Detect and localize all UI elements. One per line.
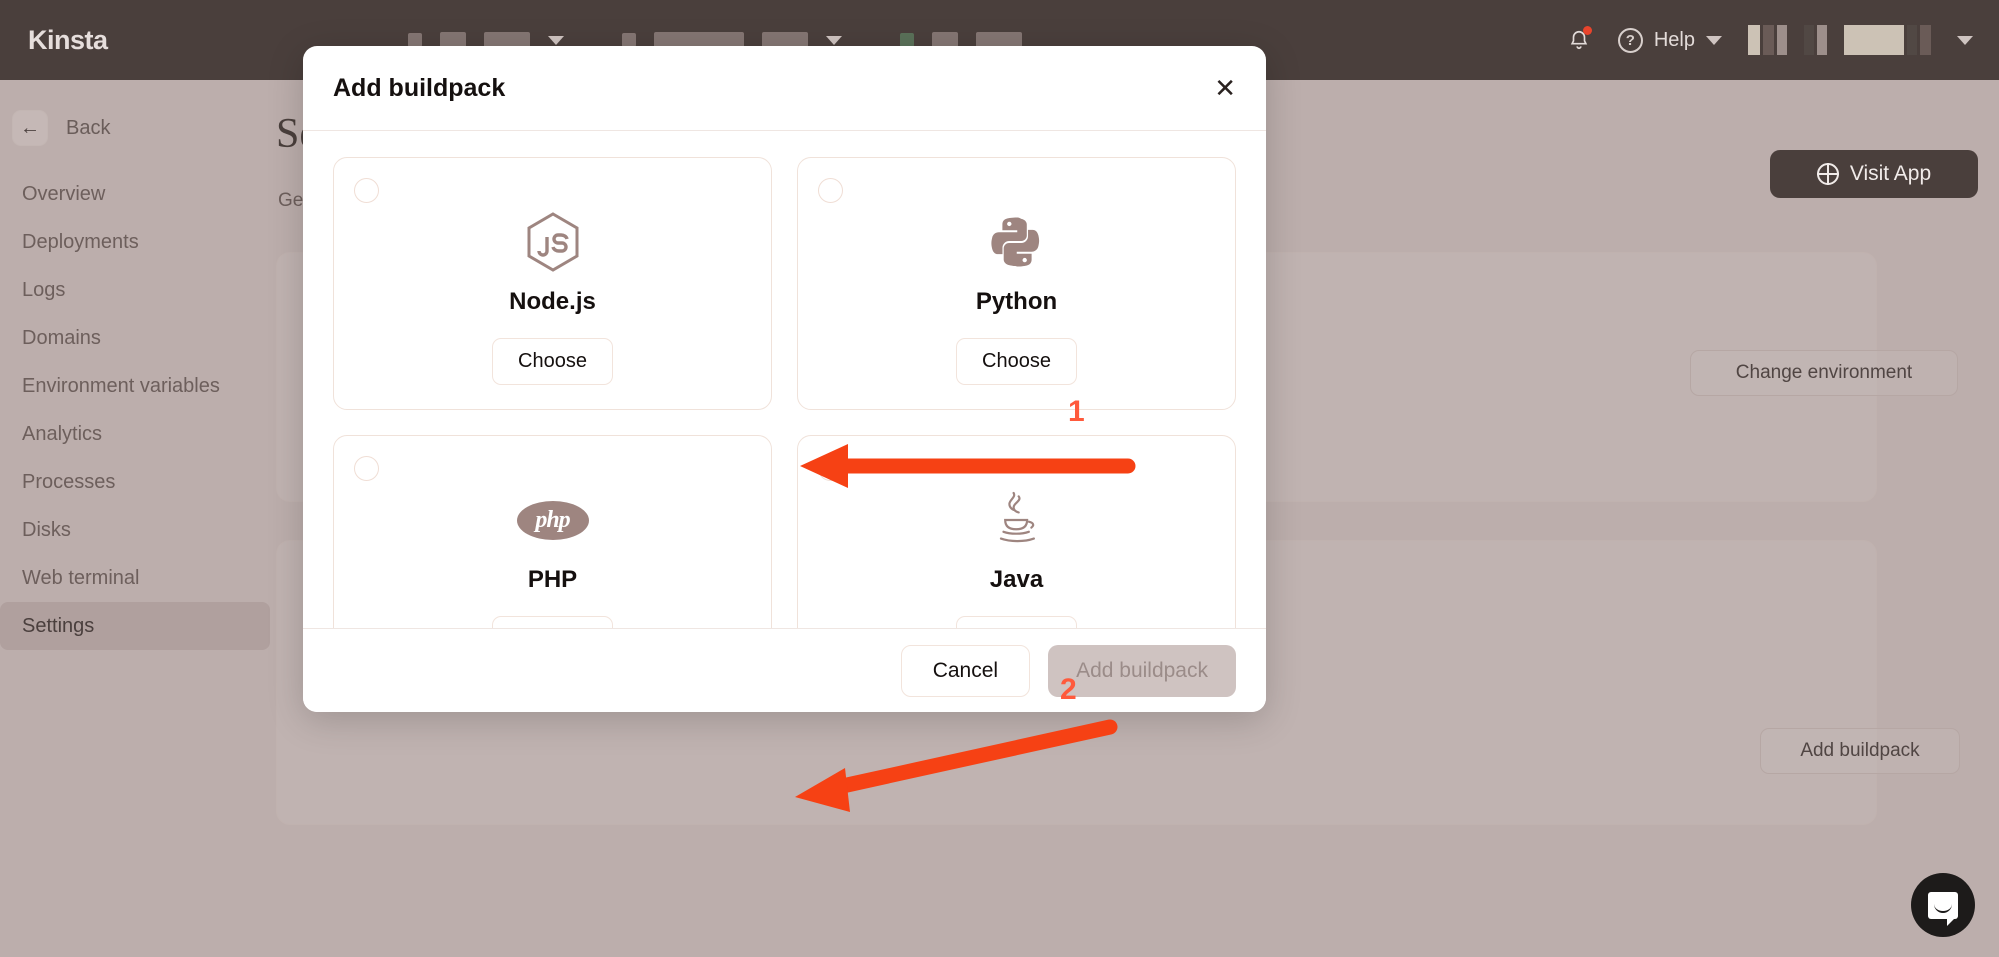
arrow-left-icon: ← bbox=[20, 116, 40, 139]
add-buildpack-submit-button: Add buildpack bbox=[1048, 644, 1236, 697]
sidebar-item-label: Disks bbox=[22, 518, 71, 541]
nodejs-icon bbox=[525, 202, 581, 282]
php-wordmark: php bbox=[516, 500, 589, 540]
chevron-down-icon bbox=[1706, 35, 1722, 45]
modal-footer: Cancel Add buildpack bbox=[303, 628, 1266, 712]
sidebar-item-label: Domains bbox=[22, 326, 101, 349]
sidebar-item-analytics[interactable]: Analytics bbox=[0, 410, 270, 458]
sidebar-item-label: Deployments bbox=[22, 230, 139, 253]
python-icon bbox=[989, 202, 1045, 282]
buildpack-name: Java bbox=[989, 566, 1044, 593]
choose-python-button[interactable]: Choose bbox=[956, 338, 1077, 385]
help-menu[interactable]: ? Help bbox=[1617, 27, 1722, 53]
sidebar-item-environment-variables[interactable]: Environment variables bbox=[0, 362, 270, 410]
cancel-button[interactable]: Cancel bbox=[900, 644, 1031, 697]
sidebar-item-settings[interactable]: Settings bbox=[0, 602, 270, 650]
buildpack-card-php[interactable]: php PHP Choose bbox=[333, 435, 772, 628]
close-icon[interactable]: ✕ bbox=[1214, 73, 1236, 103]
sidebar-item-label: Processes bbox=[22, 470, 116, 493]
sidebar-item-processes[interactable]: Processes bbox=[0, 458, 270, 506]
sidebar-item-logs[interactable]: Logs bbox=[0, 266, 270, 314]
bell-icon bbox=[1570, 30, 1588, 50]
sidebar-item-label: Overview bbox=[22, 182, 106, 205]
notification-dot bbox=[1582, 26, 1592, 35]
choose-php-button[interactable]: Choose bbox=[492, 616, 613, 628]
radio-python[interactable] bbox=[818, 178, 843, 203]
annotation-number-2: 2 bbox=[1060, 673, 1077, 706]
topbar-center-controls bbox=[407, 32, 1566, 48]
user-avatar[interactable] bbox=[1748, 25, 1931, 55]
redacted-block bbox=[439, 32, 466, 48]
sidebar-item-label: Web terminal bbox=[22, 566, 140, 589]
change-environment-label: Change environment bbox=[1735, 362, 1913, 383]
sidebar-item-label: Logs bbox=[22, 278, 66, 301]
radio-nodejs[interactable] bbox=[354, 178, 379, 203]
radio-php[interactable] bbox=[354, 456, 379, 481]
modal-body: Node.js Choose Python Choose bbox=[303, 131, 1266, 628]
back-label[interactable]: Back bbox=[66, 116, 111, 139]
add-buildpack-label: Add buildpack bbox=[1800, 740, 1920, 761]
change-environment-button[interactable]: Change environment bbox=[1690, 350, 1958, 396]
tab-general[interactable]: Ge bbox=[278, 190, 304, 211]
redacted-block bbox=[621, 33, 636, 47]
sidebar-item-disks[interactable]: Disks bbox=[0, 506, 270, 554]
redacted-block bbox=[761, 32, 808, 48]
topbar-right-controls: ? Help bbox=[1566, 25, 1973, 55]
sidebar-item-overview[interactable]: Overview bbox=[0, 170, 270, 218]
help-label: Help bbox=[1653, 28, 1695, 51]
sidebar-item-label: Analytics bbox=[22, 422, 103, 445]
sidebar-item-label: Environment variables bbox=[22, 374, 220, 397]
chevron-down-icon[interactable] bbox=[547, 35, 564, 45]
tab-bar: Ge bbox=[278, 190, 303, 212]
php-icon: php bbox=[516, 480, 589, 560]
chevron-down-icon[interactable] bbox=[1957, 35, 1973, 45]
sidebar-item-label: Settings bbox=[22, 614, 95, 637]
chat-bubble-icon bbox=[1928, 891, 1958, 926]
buildpack-name: Node.js bbox=[509, 288, 596, 315]
modal-title: Add buildpack bbox=[333, 73, 506, 102]
redacted-block bbox=[899, 33, 914, 47]
modal-header: Add buildpack ✕ bbox=[303, 46, 1266, 131]
redacted-block bbox=[653, 32, 744, 48]
buildpack-card-grid: Node.js Choose Python Choose bbox=[333, 157, 1236, 628]
sidebar: Overview Deployments Logs Domains Enviro… bbox=[0, 170, 270, 650]
chevron-down-icon[interactable] bbox=[825, 35, 842, 45]
choose-nodejs-button[interactable]: Choose bbox=[492, 338, 613, 385]
choose-java-button[interactable]: Choose bbox=[956, 616, 1077, 628]
redacted-block bbox=[931, 32, 958, 48]
buildpack-card-nodejs[interactable]: Node.js Choose bbox=[333, 157, 772, 410]
buildpack-card-python[interactable]: Python Choose bbox=[797, 157, 1236, 410]
add-buildpack-button-background[interactable]: Add buildpack bbox=[1760, 728, 1960, 774]
visit-app-label: Visit App bbox=[1849, 162, 1932, 185]
redacted-block bbox=[975, 32, 1022, 48]
visit-app-button[interactable]: Visit App bbox=[1770, 150, 1978, 198]
annotation-number-1: 1 bbox=[1068, 395, 1085, 428]
buildpack-name: Python bbox=[975, 288, 1058, 315]
java-icon bbox=[990, 480, 1044, 560]
notifications-button[interactable] bbox=[1566, 26, 1592, 54]
question-circle-icon: ? bbox=[1617, 27, 1643, 53]
redacted-block bbox=[483, 32, 530, 48]
sidebar-item-domains[interactable]: Domains bbox=[0, 314, 270, 362]
sidebar-item-deployments[interactable]: Deployments bbox=[0, 218, 270, 266]
redacted-block bbox=[407, 33, 422, 47]
radio-java[interactable] bbox=[818, 456, 843, 481]
sidebar-item-web-terminal[interactable]: Web terminal bbox=[0, 554, 270, 602]
buildpack-card-java[interactable]: Java Choose bbox=[797, 435, 1236, 628]
kinsta-logo[interactable]: Kinsta bbox=[28, 24, 108, 55]
breadcrumb: ← Back bbox=[12, 110, 110, 146]
intercom-chat-button[interactable] bbox=[1911, 873, 1975, 937]
back-button[interactable]: ← bbox=[12, 110, 48, 146]
globe-icon bbox=[1816, 163, 1839, 185]
add-buildpack-modal: Add buildpack ✕ Node.js Choose bbox=[303, 46, 1266, 712]
buildpack-name: PHP bbox=[527, 566, 578, 593]
